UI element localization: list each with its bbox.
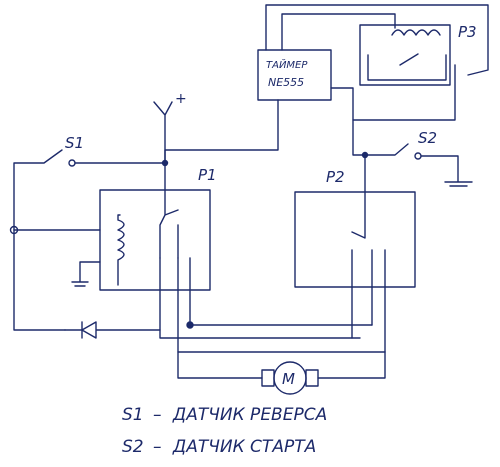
legend-item-s1: S1 – ДАТЧИК РЕВЕРСА xyxy=(122,405,327,425)
supply-arrow xyxy=(153,101,173,163)
wire-timer-to-p3-top xyxy=(265,4,489,76)
timer-label: ТАЙМЕР xyxy=(266,58,308,71)
wire-timer-loop xyxy=(281,13,396,51)
motor-housing-right xyxy=(305,369,319,387)
motor-label: M xyxy=(282,370,295,388)
legend-s2-dash: – xyxy=(153,437,162,457)
supply-plus-label: + xyxy=(175,91,187,107)
relay-p1-ground xyxy=(71,261,101,287)
relay-p2-contact xyxy=(351,154,386,353)
wire-s2-line xyxy=(352,119,409,156)
legend-s2-code: S2 xyxy=(122,437,144,457)
legend-s1-dash: – xyxy=(153,405,162,425)
s1-terminal xyxy=(68,159,76,167)
relay-p1-box xyxy=(99,189,211,291)
relay-p1-label: P1 xyxy=(198,166,217,184)
relay-p3-label: P3 xyxy=(458,23,477,41)
legend: S1 – ДАТЧИК РЕВЕРСА S2 – ДАТЧИК СТАРТА xyxy=(122,405,327,457)
legend-item-s2: S2 – ДАТЧИК СТАРТА xyxy=(122,437,316,457)
switch-s2-label: S2 xyxy=(418,129,437,147)
wire-p1-out-left xyxy=(159,257,361,339)
relay-p1-coil xyxy=(117,214,125,286)
timer-chip-label: NE555 xyxy=(268,76,304,89)
legend-s2-text: ДАТЧИК СТАРТА xyxy=(172,437,316,457)
timer-ne555-box xyxy=(257,49,332,101)
wire-motor-loop xyxy=(177,351,386,379)
wire-timer-right xyxy=(330,64,456,121)
relay-p3-contact xyxy=(367,53,447,81)
relay-p3-box xyxy=(359,24,451,86)
switch-s1-label: S1 xyxy=(65,134,84,152)
relay-p1-contact xyxy=(159,162,179,259)
motor-symbol xyxy=(273,361,307,395)
wire-s2-right xyxy=(420,155,473,187)
wire-left-rail xyxy=(13,229,66,331)
relay-p2-box xyxy=(294,191,416,288)
motor-housing-left xyxy=(261,369,275,387)
wire-s1-left xyxy=(13,149,63,231)
diode-symbol xyxy=(64,321,161,339)
relay-p2-label: P2 xyxy=(326,168,345,186)
s2-terminal xyxy=(414,152,422,160)
relay-p3-coil xyxy=(391,29,441,36)
wire-timer-down xyxy=(164,99,279,163)
legend-s1-text: ДАТЧИК РЕВЕРСА xyxy=(172,405,327,425)
legend-s1-code: S1 xyxy=(122,405,144,425)
